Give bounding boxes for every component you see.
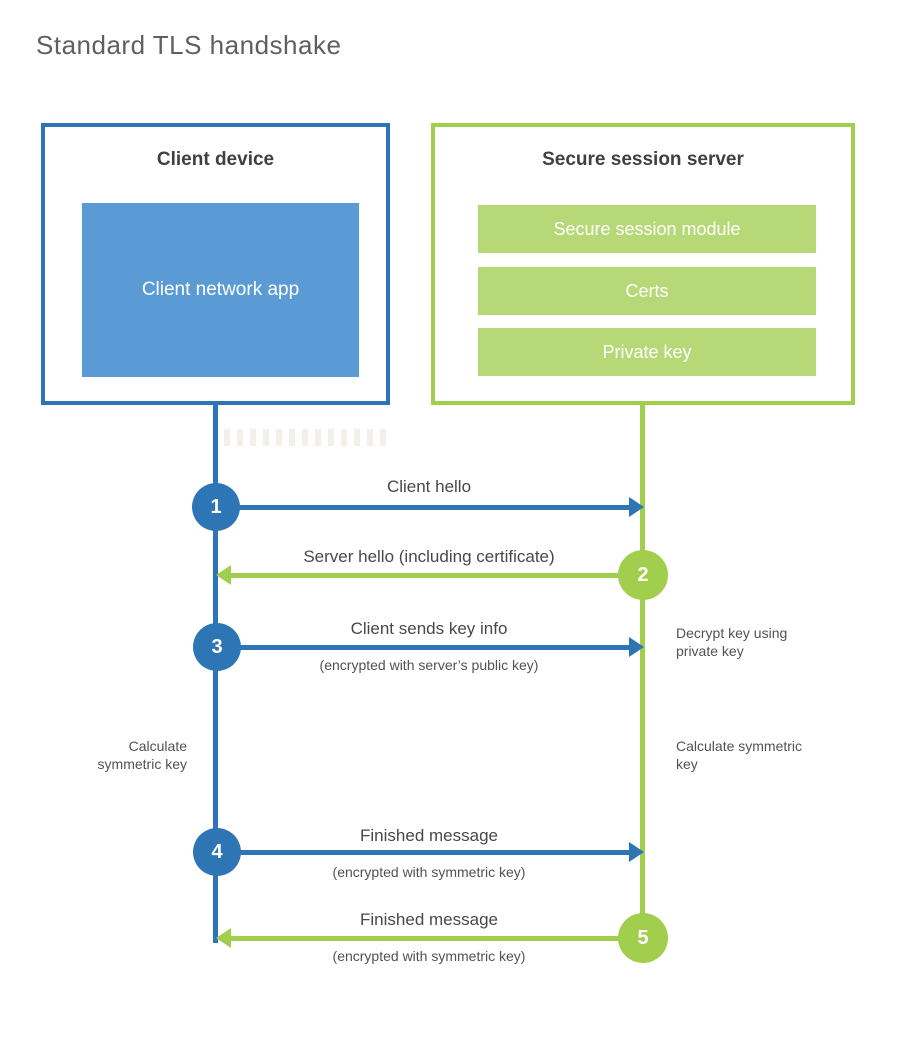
- note-calculate-symmetric-key-client: Calculate symmetric key: [97, 738, 187, 773]
- client-device-title: Client device: [156, 149, 275, 170]
- message-3-arrowhead-right-icon: [629, 637, 644, 657]
- message-1-arrowhead-right-icon: [629, 497, 644, 517]
- server-certs-bar: Certs: [478, 267, 816, 315]
- server-module-label: Secure session module: [553, 218, 741, 239]
- message-2-label: Server hello (including certificate): [303, 547, 555, 566]
- message-2-arrowhead-left-icon: [216, 565, 231, 585]
- message-3-sublabel: (encrypted with server’s public key): [319, 657, 539, 673]
- note-calculate-symmetric-key-server: Calculate symmetric key: [676, 738, 803, 773]
- secure-session-server-title: Secure session server: [542, 149, 744, 170]
- faint-dashed-line: [224, 429, 387, 446]
- step-4-badge: 4: [193, 828, 241, 876]
- page-title: Standard TLS handshake: [36, 30, 342, 60]
- message-3-label: Client sends key info: [350, 619, 508, 638]
- server-lifeline: [640, 405, 645, 938]
- note-decrypt-key: Decrypt key using private key: [676, 625, 788, 660]
- message-2-arrow-line: [231, 573, 641, 578]
- client-device-box: Client device Client network app: [41, 123, 390, 405]
- message-5-sublabel: (encrypted with symmetric key): [332, 948, 526, 964]
- message-4-arrow-line: [219, 850, 629, 855]
- message-1-arrow-line: [216, 505, 629, 510]
- client-network-app-label: Client network app: [141, 279, 300, 301]
- step-3-badge: 3: [193, 623, 241, 671]
- message-4-label: Finished message: [360, 826, 498, 845]
- message-4-arrowhead-right-icon: [629, 842, 644, 862]
- message-3-arrow-line: [219, 645, 629, 650]
- message-1-label: Client hello: [386, 477, 472, 496]
- message-5-arrowhead-left-icon: [216, 928, 231, 948]
- server-module-bar: Secure session module: [478, 205, 816, 253]
- message-5-label: Finished message: [360, 910, 498, 929]
- step-2-badge: 2: [618, 550, 668, 600]
- step-1-badge: 1: [192, 483, 240, 531]
- client-network-app-rect: Client network app: [82, 203, 359, 377]
- client-lifeline: [213, 405, 218, 943]
- server-private-key-bar: Private key: [478, 328, 816, 376]
- message-4-sublabel: (encrypted with symmetric key): [332, 864, 526, 880]
- step-5-badge: 5: [618, 913, 668, 963]
- server-private-key-label: Private key: [602, 341, 692, 362]
- message-5-arrow-line: [231, 936, 641, 941]
- secure-session-server-box: Secure session server Secure session mod…: [431, 123, 855, 405]
- server-certs-label: Certs: [625, 280, 669, 301]
